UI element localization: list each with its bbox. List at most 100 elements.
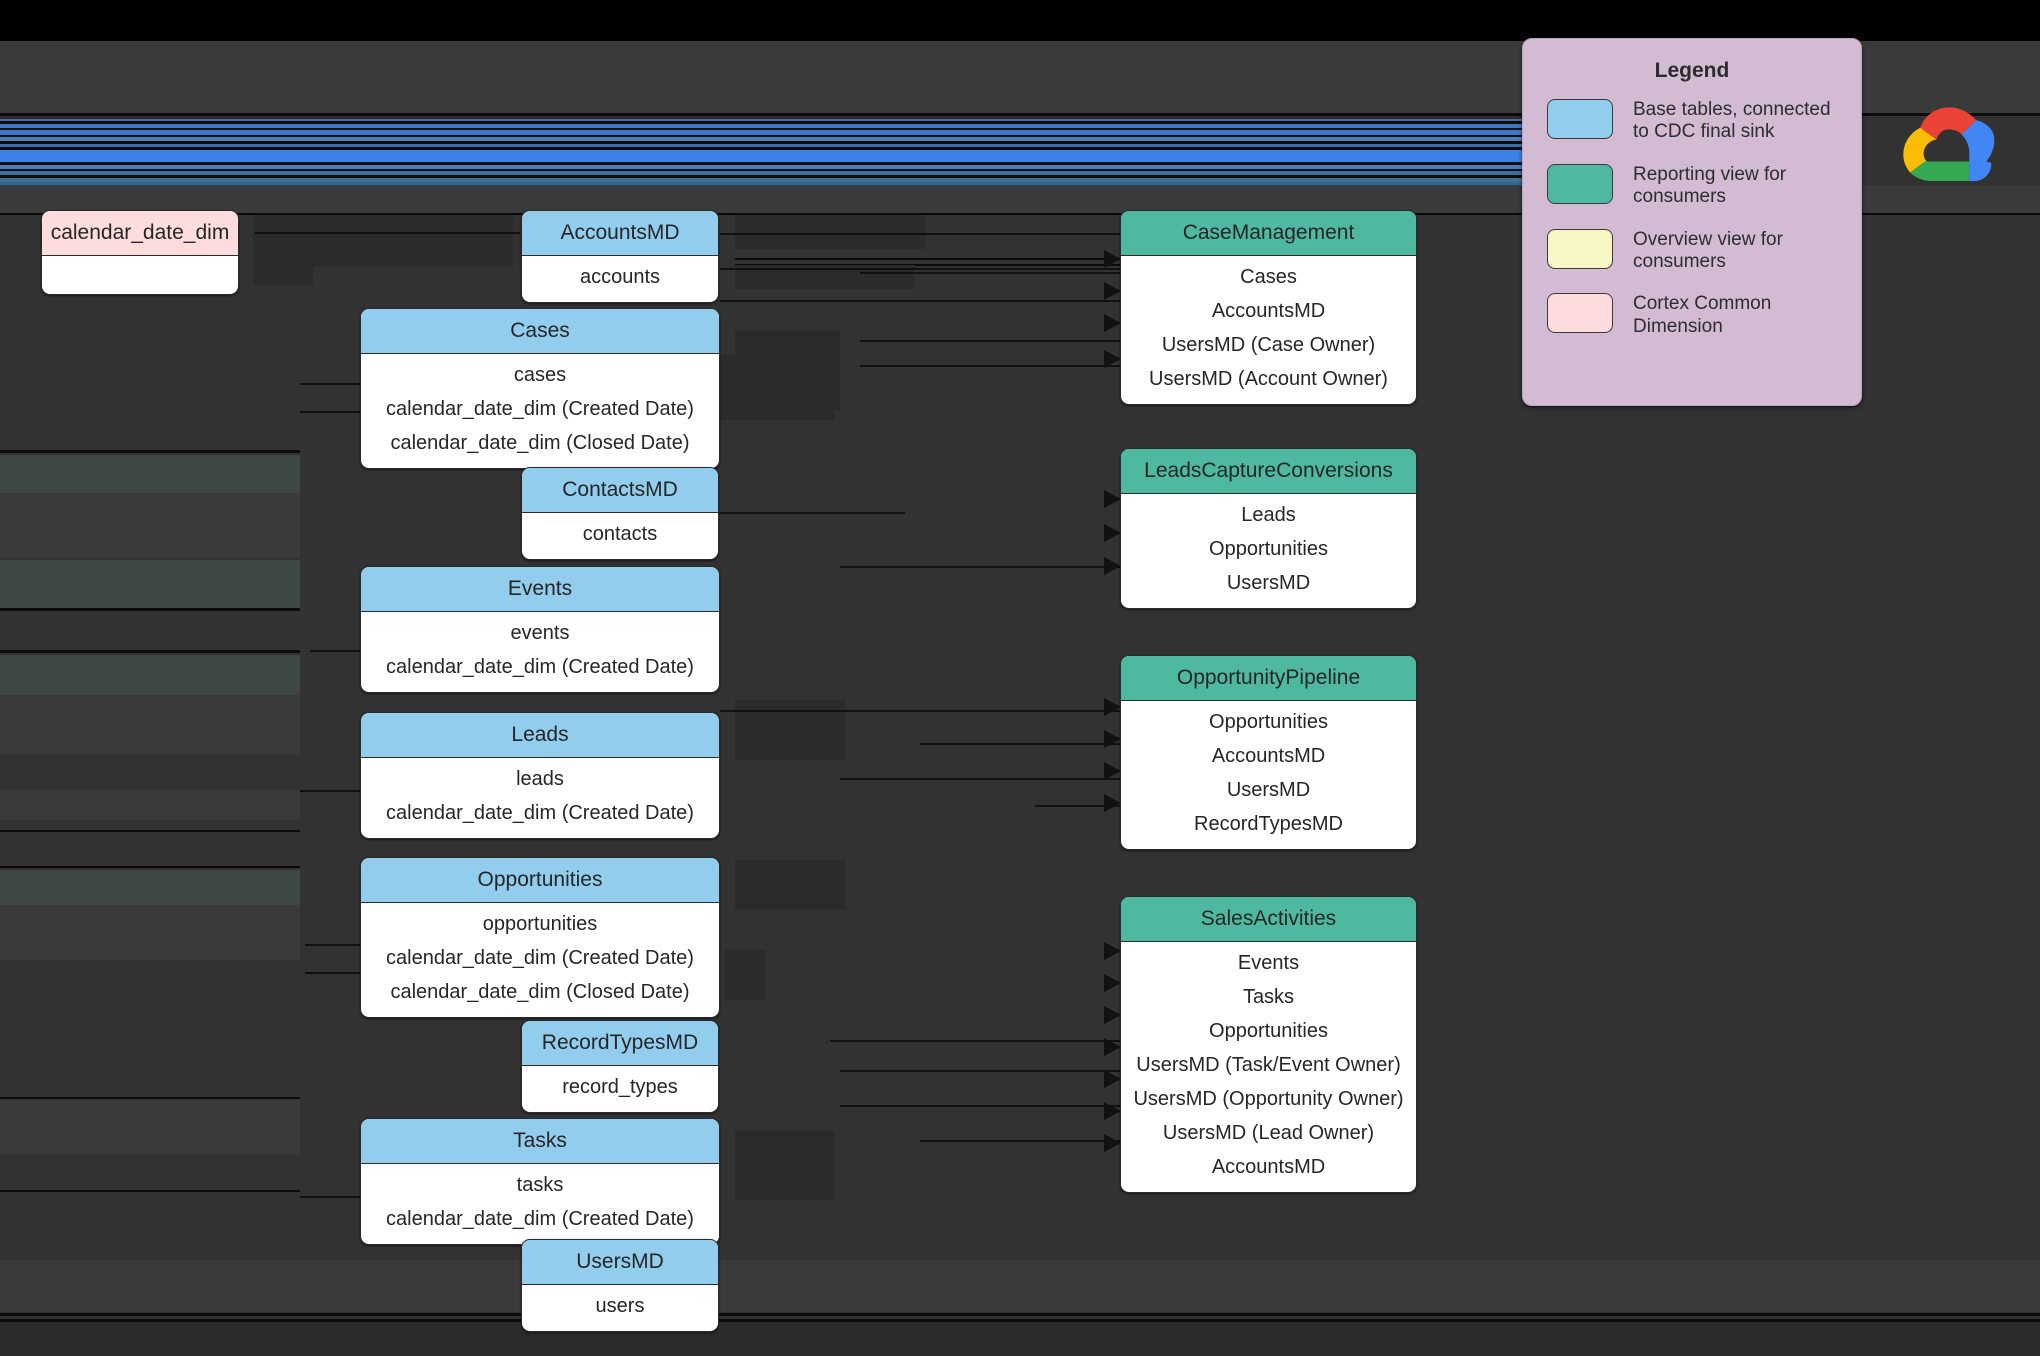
node-title: UsersMD bbox=[522, 1240, 718, 1285]
legend-item-cortex-dimension: Cortex Common Dimension bbox=[1523, 293, 1861, 338]
connector bbox=[305, 944, 360, 946]
node-title: OpportunityPipeline bbox=[1121, 656, 1416, 701]
google-cloud-logo-icon bbox=[1903, 107, 1995, 181]
connector bbox=[305, 972, 360, 974]
node-title: Opportunities bbox=[361, 858, 719, 903]
node-row: accounts bbox=[579, 266, 661, 288]
corruption-blue-band bbox=[0, 144, 1522, 147]
connector-arrowhead bbox=[1104, 1006, 1121, 1024]
corruption-blue-band bbox=[0, 165, 1522, 169]
connector bbox=[840, 1070, 1120, 1072]
connector bbox=[300, 1196, 360, 1198]
connector bbox=[255, 232, 520, 234]
connector bbox=[920, 1140, 1120, 1142]
corruption-band bbox=[735, 330, 840, 410]
node-contacts-md[interactable]: ContactsMD contacts bbox=[521, 467, 719, 560]
corruption-line bbox=[0, 650, 300, 653]
node-opportunities[interactable]: Opportunities opportunities calendar_dat… bbox=[360, 857, 720, 1018]
corruption-band bbox=[735, 215, 925, 249]
node-rows: leads calendar_date_dim (Created Date) bbox=[361, 758, 719, 838]
legend-item-reporting-view: Reporting view for consumers bbox=[1523, 163, 1861, 209]
node-rows: cases calendar_date_dim (Created Date) c… bbox=[361, 354, 719, 468]
corruption-blue-band bbox=[0, 175, 1522, 178]
node-rows bbox=[42, 256, 238, 294]
node-cases[interactable]: Cases cases calendar_date_dim (Created D… bbox=[360, 308, 720, 469]
node-events[interactable]: Events events calendar_date_dim (Created… bbox=[360, 566, 720, 693]
corruption-black-bar bbox=[0, 0, 2040, 41]
node-title: Leads bbox=[361, 713, 719, 758]
node-row: events bbox=[510, 622, 570, 644]
connector-arrowhead bbox=[1104, 557, 1121, 575]
node-rows: Opportunities AccountsMD UsersMD RecordT… bbox=[1121, 701, 1416, 849]
node-rows: Leads Opportunities UsersMD bbox=[1121, 494, 1416, 608]
node-rows: tasks calendar_date_dim (Created Date) bbox=[361, 1164, 719, 1244]
connector-arrowhead bbox=[1104, 1102, 1121, 1120]
node-leads[interactable]: Leads leads calendar_date_dim (Created D… bbox=[360, 712, 720, 839]
node-opportunity-pipeline[interactable]: OpportunityPipeline Opportunities Accoun… bbox=[1120, 655, 1417, 850]
node-case-management[interactable]: CaseManagement Cases AccountsMD UsersMD … bbox=[1120, 210, 1417, 405]
corruption-line bbox=[0, 1313, 2040, 1316]
corruption-line bbox=[0, 450, 300, 453]
corruption-blue-band bbox=[0, 182, 1522, 185]
node-row: UsersMD bbox=[1226, 779, 1311, 801]
connector bbox=[840, 1105, 1120, 1107]
connector bbox=[860, 272, 1120, 274]
node-leads-capture-conversions[interactable]: LeadsCaptureConversions Leads Opportunit… bbox=[1120, 448, 1417, 609]
connector-arrowhead bbox=[1104, 942, 1121, 960]
connector-arrowhead bbox=[1104, 524, 1121, 542]
connector-arrowhead bbox=[1104, 730, 1121, 748]
node-row: Cases bbox=[1240, 266, 1297, 288]
node-accounts-md[interactable]: AccountsMD accounts bbox=[521, 210, 719, 303]
corruption-blue-band bbox=[0, 121, 1522, 124]
connector-arrowhead bbox=[1104, 762, 1121, 780]
connector bbox=[720, 268, 1120, 270]
node-rows: users bbox=[522, 1285, 718, 1331]
legend-title: Legend bbox=[1654, 59, 1730, 82]
node-title: Tasks bbox=[361, 1119, 719, 1164]
corruption-blue-band bbox=[0, 135, 1522, 137]
node-row: leads bbox=[516, 768, 564, 790]
connector bbox=[860, 365, 1120, 367]
node-tasks[interactable]: Tasks tasks calendar_date_dim (Created D… bbox=[360, 1118, 720, 1245]
corruption-band bbox=[0, 870, 300, 905]
node-row: UsersMD (Opportunity Owner) bbox=[1133, 1088, 1404, 1110]
corruption-blue-band bbox=[0, 150, 1522, 162]
node-row: contacts bbox=[582, 523, 658, 545]
node-row: users bbox=[595, 1295, 645, 1317]
legend-label: Overview view for consumers bbox=[1633, 228, 1783, 273]
node-rows: opportunities calendar_date_dim (Created… bbox=[361, 903, 719, 1017]
connector-arrowhead bbox=[1104, 1070, 1121, 1088]
connector bbox=[720, 233, 1120, 235]
node-title: SalesActivities bbox=[1121, 897, 1416, 942]
node-row: calendar_date_dim (Created Date) bbox=[386, 1208, 694, 1230]
corruption-band bbox=[0, 560, 300, 608]
node-row: RecordTypesMD bbox=[1194, 813, 1343, 835]
corruption-line bbox=[0, 830, 300, 832]
corruption-band bbox=[0, 455, 300, 493]
node-users-md[interactable]: UsersMD users bbox=[521, 1239, 719, 1332]
legend-item-overview-view: Overview view for consumers bbox=[1523, 228, 1861, 274]
node-row: UsersMD bbox=[1226, 572, 1311, 594]
node-row: calendar_date_dim (Created Date) bbox=[386, 656, 694, 678]
connector bbox=[830, 1040, 1120, 1042]
connector-arrowhead bbox=[1104, 282, 1121, 300]
connector-arrowhead bbox=[1104, 490, 1121, 508]
connector-arrowhead bbox=[1104, 1038, 1121, 1056]
corruption-blue-band bbox=[0, 169, 1522, 171]
legend-label: Cortex Common Dimension bbox=[1633, 293, 1772, 337]
node-calendar-date-dim[interactable]: calendar_date_dim bbox=[41, 210, 239, 295]
node-title: CaseManagement bbox=[1121, 211, 1416, 256]
node-rows: Cases AccountsMD UsersMD (Case Owner) Us… bbox=[1121, 256, 1416, 404]
node-sales-activities[interactable]: SalesActivities Events Tasks Opportuniti… bbox=[1120, 896, 1417, 1193]
corruption-band bbox=[0, 493, 300, 558]
corruption-band bbox=[0, 905, 300, 960]
connector-arrowhead bbox=[1104, 794, 1121, 812]
node-record-types-md[interactable]: RecordTypesMD record_types bbox=[521, 1020, 719, 1113]
connector bbox=[310, 650, 360, 652]
node-row: calendar_date_dim (Closed Date) bbox=[390, 432, 690, 454]
legend-swatch-base-tables-icon bbox=[1547, 99, 1613, 139]
node-title: Events bbox=[361, 567, 719, 612]
legend-swatch-overview-view-icon bbox=[1547, 228, 1613, 269]
node-row: calendar_date_dim (Closed Date) bbox=[390, 981, 690, 1003]
connector bbox=[840, 778, 1120, 780]
